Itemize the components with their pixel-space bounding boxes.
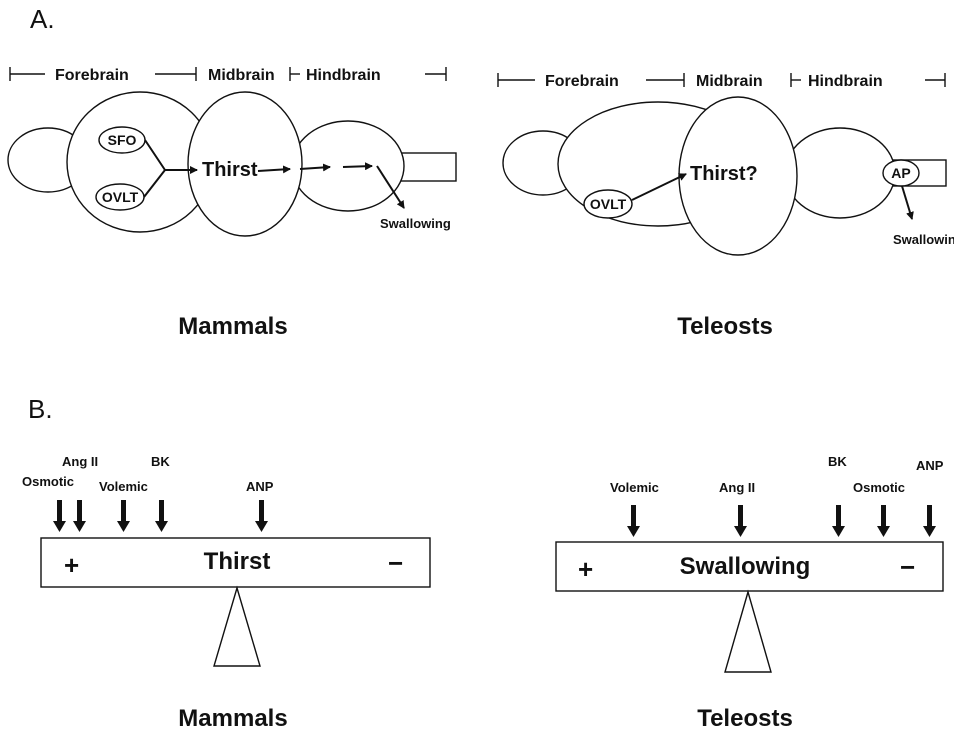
mammals-path-arrow-1 bbox=[257, 165, 291, 174]
teleosts-hindbrain-shape bbox=[784, 127, 896, 219]
teleosts-stimulus-arrows bbox=[627, 505, 936, 537]
arrow-anp bbox=[255, 500, 268, 532]
arrow-osmotic bbox=[53, 500, 66, 532]
mammals-minus-sign: − bbox=[388, 548, 403, 578]
mammals-stimulus-osmotic: Osmotic bbox=[22, 474, 74, 489]
mammals-stimulus-bk: BK bbox=[151, 454, 170, 469]
mammals-path-arrow-3 bbox=[342, 162, 373, 171]
teleosts-stimulus-ang-ii: Ang II bbox=[719, 480, 755, 495]
teleosts-hindbrain-label: Hindbrain bbox=[808, 73, 883, 90]
mammals-plus-sign: + bbox=[64, 550, 79, 580]
mammals-stimulus-arrows bbox=[53, 500, 268, 532]
panel-a-teleosts-caption: Teleosts bbox=[677, 313, 773, 340]
teleosts-stimulus-bk: BK bbox=[828, 454, 847, 469]
teleosts-swallowing-bar-label: Swallowing bbox=[680, 553, 811, 580]
panel-b-teleosts-caption: Teleosts bbox=[697, 705, 793, 732]
teleosts-swallowing-label: Swallowing bbox=[893, 232, 954, 247]
mammals-path-arrow-2 bbox=[299, 163, 331, 172]
mammals-swallowing-label: Swallowing bbox=[380, 216, 451, 231]
teleosts-thirst-label: Thirst? bbox=[690, 163, 758, 185]
arrow-bk bbox=[155, 500, 168, 532]
teleosts-midbrain-label: Midbrain bbox=[696, 73, 763, 90]
mammals-thirst-bar bbox=[40, 537, 431, 588]
mammals-region-ruler: Forebrain Midbrain Hindbrain bbox=[9, 67, 447, 84]
mammals-midbrain-shape bbox=[187, 91, 303, 237]
mammals-midbrain-label: Midbrain bbox=[208, 67, 275, 84]
mammals-fulcrum bbox=[213, 585, 261, 667]
mammals-hindbrain-label: Hindbrain bbox=[306, 67, 381, 84]
arrow-osmotic bbox=[877, 505, 890, 537]
teleosts-forebrain-label: Forebrain bbox=[545, 73, 619, 90]
teleosts-ap-oval bbox=[882, 159, 920, 187]
mammals-to-swallowing-arrow bbox=[376, 165, 405, 209]
arrow-volemic bbox=[117, 500, 130, 532]
mammals-thirst-bar-label: Thirst bbox=[204, 548, 271, 575]
teleosts-stimulus-anp: ANP bbox=[916, 458, 944, 473]
mammals-stimulus-ang-ii: Ang II bbox=[62, 454, 98, 469]
mammals-forebrain-label: Forebrain bbox=[55, 67, 129, 84]
teleosts-minus-sign: − bbox=[900, 552, 915, 582]
teleosts-balance: Volemic Ang II BK Osmotic ANP + Swallowi… bbox=[555, 454, 944, 673]
arrow-ang-ii bbox=[734, 505, 747, 537]
panel-b-mammals-caption: Mammals bbox=[178, 705, 287, 732]
teleosts-stimulus-volemic: Volemic bbox=[610, 480, 659, 495]
panel-a-mammals-caption: Mammals bbox=[178, 313, 287, 340]
arrow-bk bbox=[832, 505, 845, 537]
teleosts-swallowing-bar bbox=[555, 541, 944, 592]
teleosts-stimulus-osmotic: Osmotic bbox=[853, 480, 905, 495]
teleosts-fulcrum bbox=[724, 589, 772, 673]
mammals-stimulus-volemic: Volemic bbox=[99, 479, 148, 494]
mammals-balance: Osmotic Ang II Volemic BK ANP + Thirst − bbox=[22, 454, 431, 667]
arrow-ang-ii bbox=[73, 500, 86, 532]
teleosts-plus-sign: + bbox=[578, 554, 593, 584]
teleosts-ovlt-oval bbox=[583, 189, 633, 219]
arrow-volemic bbox=[627, 505, 640, 537]
panel-a-label: A. bbox=[30, 4, 55, 34]
mammals-ovlt-label: OVLT bbox=[102, 189, 139, 205]
arrow-anp bbox=[923, 505, 936, 537]
mammals-stimulus-anp: ANP bbox=[246, 479, 274, 494]
mammals-sfo-label: SFO bbox=[108, 132, 137, 148]
teleosts-region-ruler: Forebrain Midbrain Hindbrain bbox=[497, 73, 946, 90]
teleosts-ovlt-label: OVLT bbox=[590, 196, 627, 212]
panel-b-label: B. bbox=[28, 394, 53, 424]
teleosts-ovlt-to-thirst-arrow bbox=[631, 173, 687, 201]
teleosts-ap-label: AP bbox=[891, 165, 910, 181]
mammals-brain: SFO OVLT Thirst Swallowing bbox=[7, 91, 457, 237]
teleosts-to-swallowing-arrow bbox=[901, 185, 914, 220]
teleosts-brain: OVLT Thirst? AP Swallowing bbox=[502, 96, 954, 256]
mammals-thirst-label: Thirst bbox=[202, 159, 258, 181]
